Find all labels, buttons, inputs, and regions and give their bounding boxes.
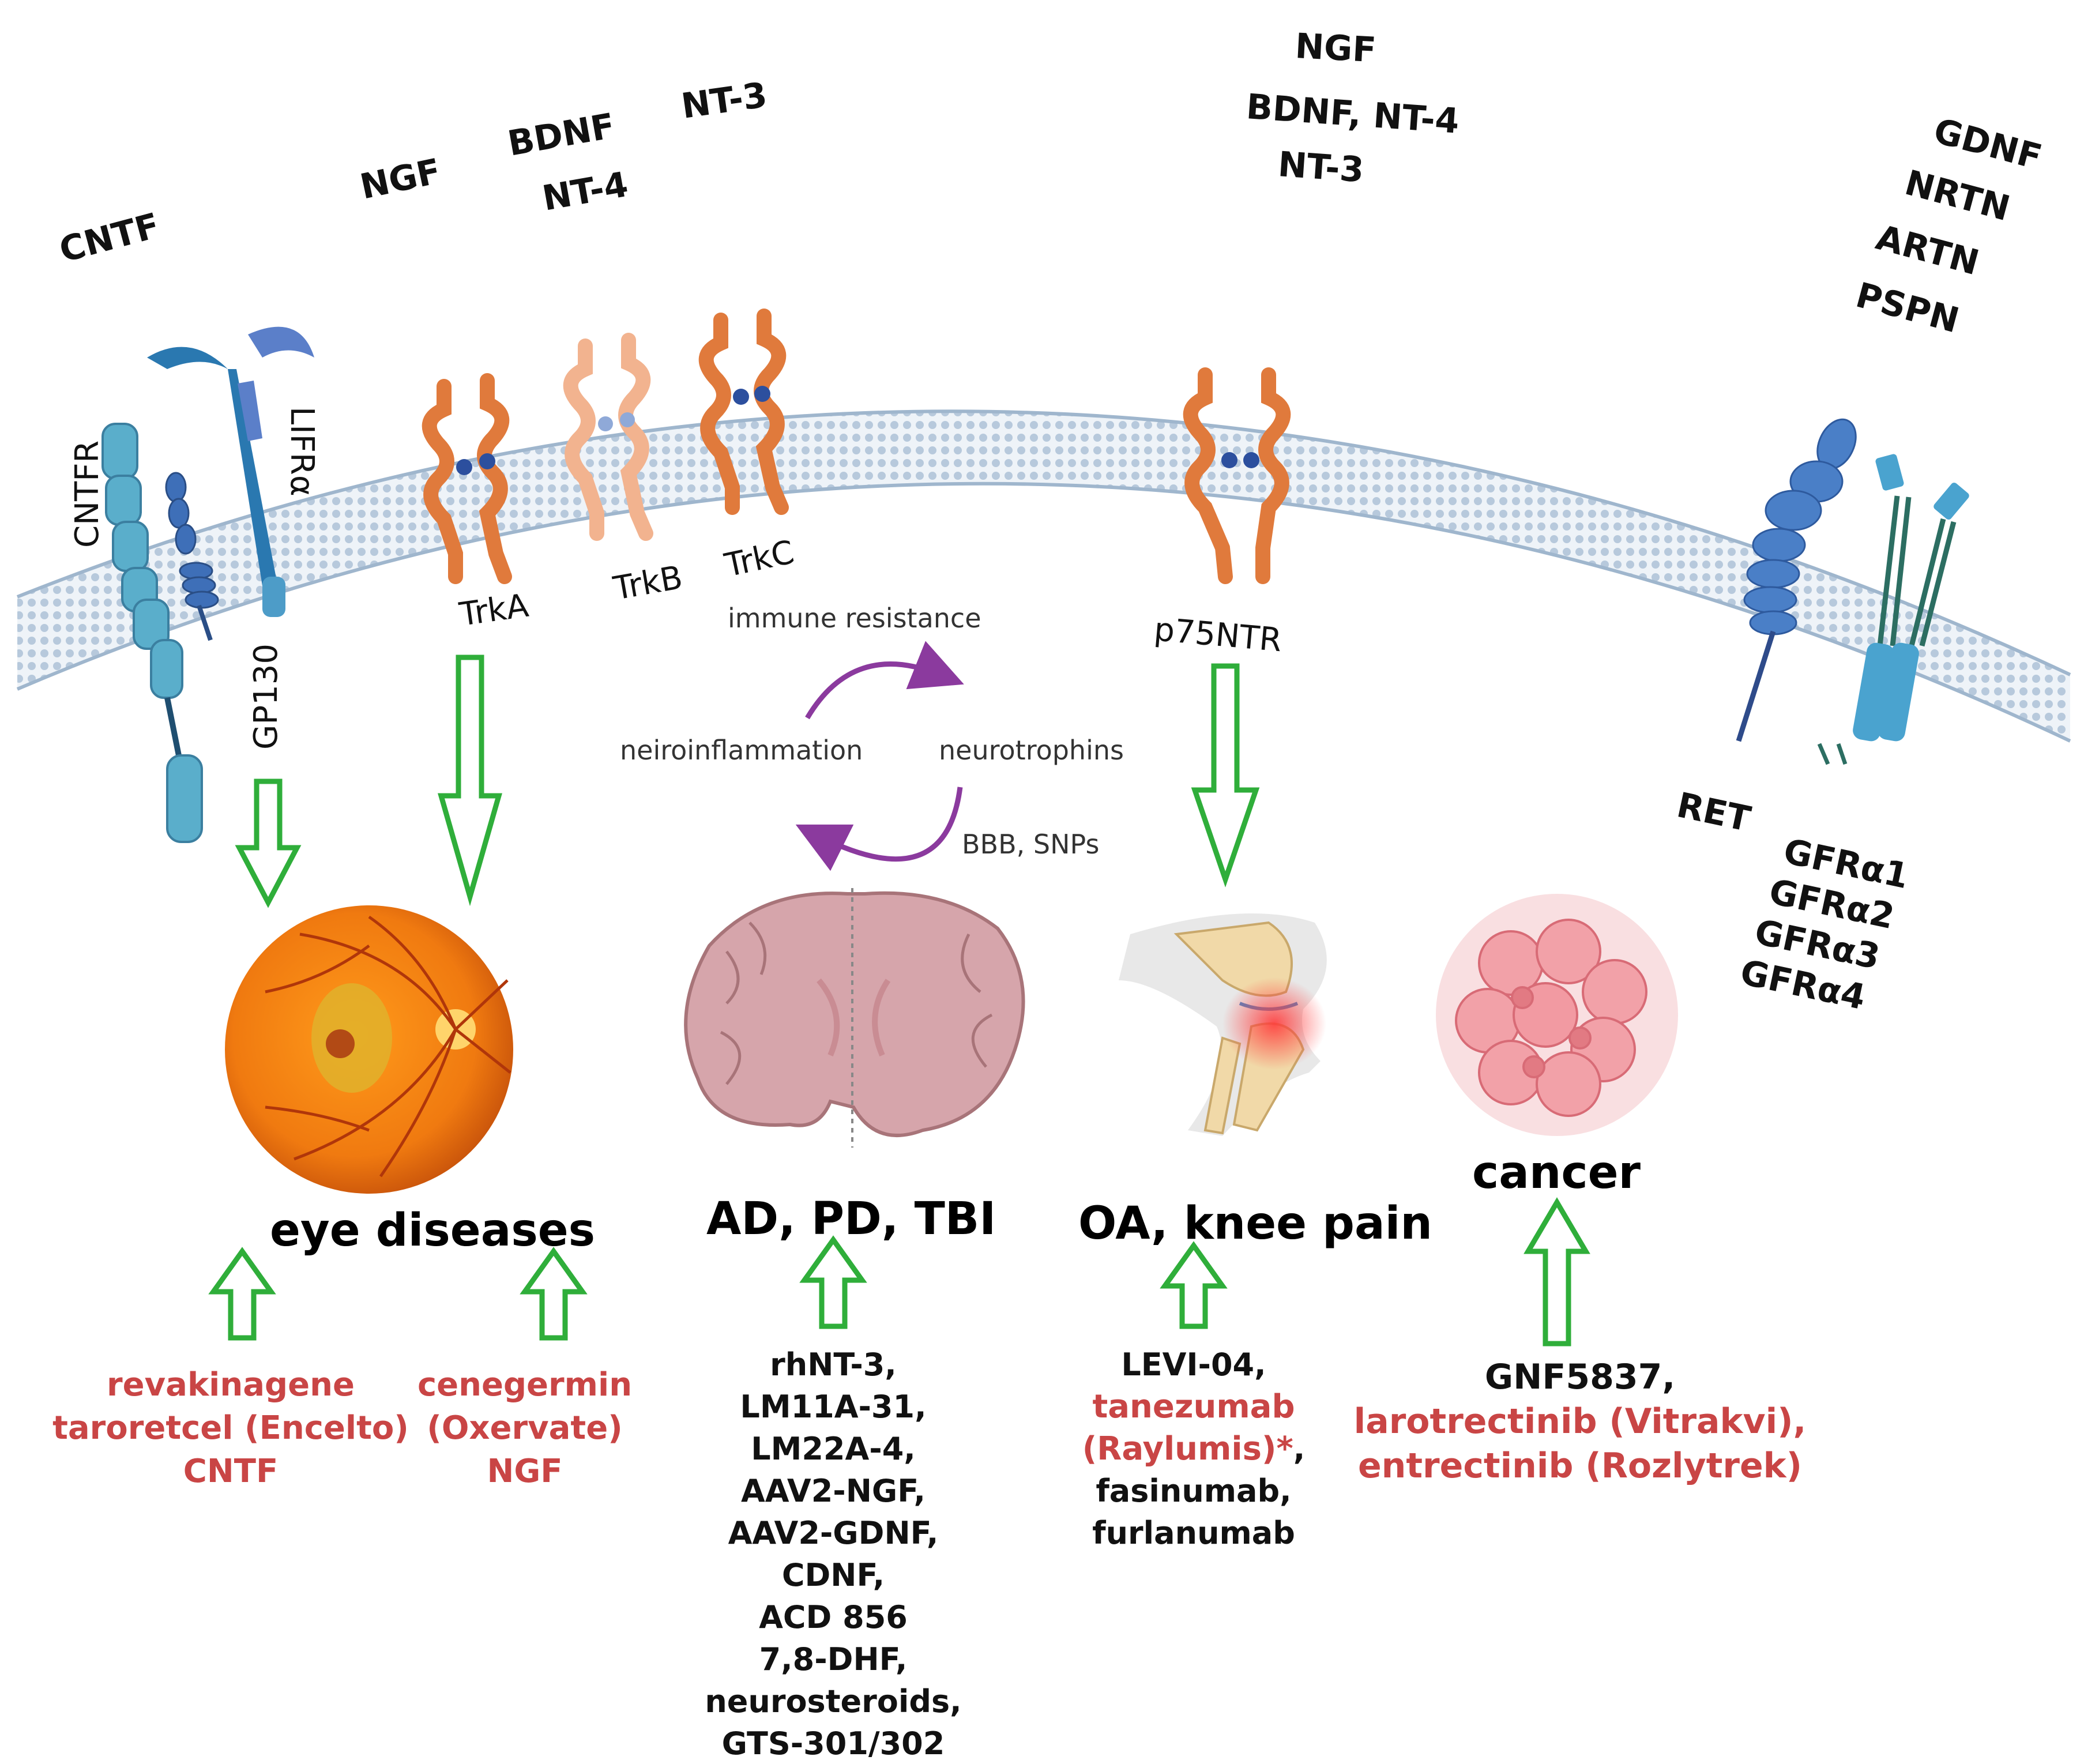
drug-brain-item: neurosteroids, <box>705 1683 961 1720</box>
disease-eye-label: eye diseases <box>270 1205 595 1257</box>
arrow-drug-cancer <box>1523 1197 1590 1346</box>
arrow-drug-brain <box>799 1235 867 1329</box>
drug-brain-item: LM22A-4, <box>751 1431 916 1467</box>
retina-illustration <box>225 905 513 1194</box>
lifr-receptor-shape <box>147 326 314 617</box>
drug-eye-left-line1: revakinagene <box>107 1366 355 1404</box>
drug-brain-item: AAV2-NGF, <box>741 1473 926 1509</box>
cntf-receptor-complex: CNTFR GP130 LIFRα <box>69 326 321 843</box>
drug-brain-item: LM11A-31, <box>740 1389 926 1425</box>
cntfr-receptor-shape <box>101 423 203 843</box>
gp130-receptor-shape <box>165 472 219 641</box>
trka-receptor-shape <box>422 373 512 584</box>
drug-knee-raylumis-line: (Raylumis)*, <box>1082 1430 1306 1468</box>
cycle-neurotrophins: neurotrophins <box>939 735 1124 766</box>
brain-illustration <box>684 888 1025 1148</box>
drug-brain-item: AAV2-GDNF, <box>728 1515 939 1551</box>
bdnf-ligand-label: BDNF <box>505 106 618 164</box>
drugs-cancer: GNF5837, larotrectinib (Vitrakvi), entre… <box>1354 1357 1807 1486</box>
drug-eye-left-line3: CNTF <box>183 1453 278 1490</box>
drug-knee-levi04: LEVI-04, <box>1121 1346 1266 1383</box>
nt3-ligand-label: NT-3 <box>679 75 769 127</box>
drug-cancer-entrectinib: entrectinib (Rozlytrek) <box>1358 1446 1802 1486</box>
arrow-drug-eye-right <box>520 1247 588 1341</box>
arrow-drug-eye-left <box>208 1247 276 1341</box>
drug-eye-right-line1: cenegermin <box>417 1366 632 1404</box>
cell-membrane <box>16 409 2071 743</box>
feedback-cycle: immune resistance neiroinflammation neur… <box>620 603 1124 871</box>
drug-eye-right-line3: NGF <box>487 1453 562 1490</box>
drugs-knee: LEVI-04, tanezumab (Raylumis)*, fasinuma… <box>1082 1346 1306 1551</box>
drug-brain-item: CDNF, <box>782 1557 885 1593</box>
p75ntr-label: p75NTR <box>1153 611 1284 659</box>
nrtn-ligand-label: NRTN <box>1901 163 2014 229</box>
artn-ligand-label: ARTN <box>1872 217 1983 283</box>
cancer-cells-illustration <box>1436 894 1678 1136</box>
drug-knee-raylumis-comma: , <box>1293 1431 1306 1467</box>
p75-nt3-ligand-label: NT-3 <box>1277 144 1365 190</box>
cntfr-label: CNTFR <box>69 441 106 548</box>
cycle-bbb-snps: BBB, SNPs <box>962 829 1099 860</box>
drugs-brain: rhNT-3, LM11A-31, LM22A-4, AAV2-NGF, AAV… <box>705 1346 961 1762</box>
drug-eye-left-line2: taroretcel (Encelto) <box>52 1409 409 1447</box>
drug-knee-furlanumab: furlanumab <box>1092 1515 1295 1551</box>
ret-receptor-shape <box>1736 418 1857 742</box>
pspn-ligand-label: PSPN <box>1852 275 1963 341</box>
drug-brain-item: ACD 856 <box>759 1599 908 1635</box>
arrow-drug-knee <box>1160 1241 1228 1329</box>
arrow-p75-to-knee <box>1191 663 1260 887</box>
disease-knee-label: OA, knee pain <box>1078 1198 1432 1250</box>
drugs-eye-right: cenegermin (Oxervate) NGF <box>417 1366 632 1490</box>
p75ntr-receptor-shape <box>1183 367 1291 584</box>
ret-label: RET <box>1673 785 1754 840</box>
drug-brain-item: 7,8-DHF, <box>759 1641 908 1678</box>
trka-label: TrkA <box>457 587 531 634</box>
trkc-receptor-shape <box>698 309 789 515</box>
trkb-receptor-shape <box>563 333 653 541</box>
gp130-label: GP130 <box>247 644 285 750</box>
drug-knee-tanezumab: tanezumab <box>1092 1388 1295 1426</box>
drug-knee-fasinumab: fasinumab, <box>1096 1473 1291 1509</box>
drug-brain-item: rhNT-3, <box>770 1346 897 1383</box>
nt4-ligand-label: NT-4 <box>539 164 631 219</box>
drug-cancer-larotrectinib: larotrectinib (Vitrakvi), <box>1354 1401 1807 1442</box>
arrow-cntf-to-eye <box>235 778 302 908</box>
disease-brain-label: AD, PD, TBI <box>706 1193 996 1245</box>
drug-eye-right-line2: (Oxervate) <box>427 1409 623 1447</box>
trkc-label: TrkC <box>721 533 797 585</box>
drug-knee-raylumis: (Raylumis)* <box>1082 1430 1293 1468</box>
gfra-receptor-shape <box>1817 454 1969 765</box>
cntf-ligand-label: CNTF <box>55 205 164 270</box>
drug-cancer-gnf5837: GNF5837, <box>1485 1357 1675 1397</box>
drug-brain-item: GTS-301/302 <box>722 1725 945 1762</box>
knee-illustration <box>1119 913 1327 1136</box>
gdnf-ligand-label: GDNF <box>1929 111 2046 178</box>
trkb-label: TrkB <box>610 559 685 608</box>
p75-ngf-ligand-label: NGF <box>1294 26 1377 70</box>
p75-bdnf-nt4-ligand-label: BDNF, NT-4 <box>1245 86 1461 142</box>
disease-cancer-label: cancer <box>1472 1147 1641 1199</box>
cycle-neuroinflammation: neiroinflammation <box>620 735 863 766</box>
cycle-immune-resistance: immune resistance <box>728 603 981 634</box>
arrow-trka-to-eye <box>438 655 502 907</box>
drugs-eye-left: revakinagene taroretcel (Encelto) CNTF <box>52 1366 409 1490</box>
lifr-label: LIFRα <box>283 407 321 497</box>
ngf-ligand-label: NGF <box>357 151 445 208</box>
